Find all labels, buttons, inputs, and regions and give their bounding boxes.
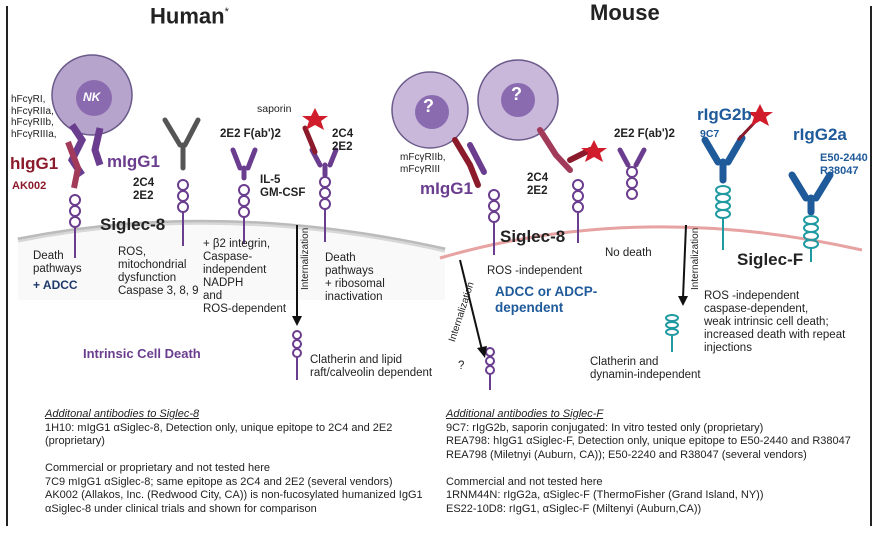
ak002-label: AK002 <box>12 180 47 192</box>
siglecf-label: Siglec-F <box>737 250 804 269</box>
human-title: Human* <box>150 3 229 29</box>
mouse-migg1-label: mIgG1 <box>420 179 473 198</box>
internalization-arrow-mouse-2 <box>682 224 687 299</box>
human-cytoplasm <box>18 222 445 300</box>
mouse-ros-indep: ROS -independent <box>487 265 583 277</box>
saporin-star-mouse <box>581 140 607 162</box>
mouse-cell-1-q: ? <box>423 96 434 116</box>
mouse-question: ? <box>458 360 465 372</box>
mouse-siglec8-label: Siglec-8 <box>500 227 566 246</box>
mouse-cell-2-q: ? <box>511 84 522 104</box>
human-migg1-label: mIgG1 <box>107 152 160 171</box>
internalization-arrow-mouse-1 <box>459 259 483 351</box>
human-receptors: hFcγRI,hFcγRIIa,hFcγRIIb,hFcγRIIIa, <box>11 94 57 140</box>
human-footnote: Additonal antibodies to Siglec-8 1H10: m… <box>45 408 423 515</box>
mouse-footnote: Additional antibodies to Siglec-F 9C7: r… <box>446 408 851 515</box>
mouse-fab-label: 2E2 F(ab')2 <box>614 128 675 140</box>
nk-cell <box>51 54 133 189</box>
higg1-label: hIgG1 <box>10 154 59 173</box>
mouse-cell-1 <box>391 71 469 149</box>
figure-frame <box>6 6 872 526</box>
mouse-internalization-label-2: Internalization <box>690 227 701 290</box>
siglecf-ladders <box>665 185 819 352</box>
mouse-title: Mouse <box>590 0 660 25</box>
rigg2b-label: rIgG2b <box>697 105 752 124</box>
clone-9c7: 9C7 <box>700 128 720 140</box>
human-adcc: + ADCC <box>33 278 78 292</box>
human-fab-label: 2E2 F(ab')2 <box>220 128 281 140</box>
no-death-label: No death <box>605 247 652 259</box>
mouse-receptors: mFcγRIIb,mFcγRIII <box>400 152 446 175</box>
human-siglec-ladders <box>69 176 331 380</box>
human-antibodies <box>162 117 339 181</box>
mouse-cell-2 <box>477 59 559 141</box>
human-siglec8-label: Siglec-8 <box>100 215 166 234</box>
mouse-siglec-ladders <box>485 166 638 390</box>
nk-label: NK <box>83 90 101 104</box>
rigg2a-label: rIgG2a <box>793 125 847 144</box>
intrinsic-death-label: Intrinsic Cell Death <box>83 346 201 361</box>
saporin-label: saporin <box>257 103 292 115</box>
human-internalization-label: Internalization <box>300 227 311 290</box>
saporin-star-9c7 <box>747 104 773 126</box>
saporin-star <box>302 108 328 130</box>
adcc-adcp-label: ADCC or ADCP-dependent <box>495 284 598 315</box>
